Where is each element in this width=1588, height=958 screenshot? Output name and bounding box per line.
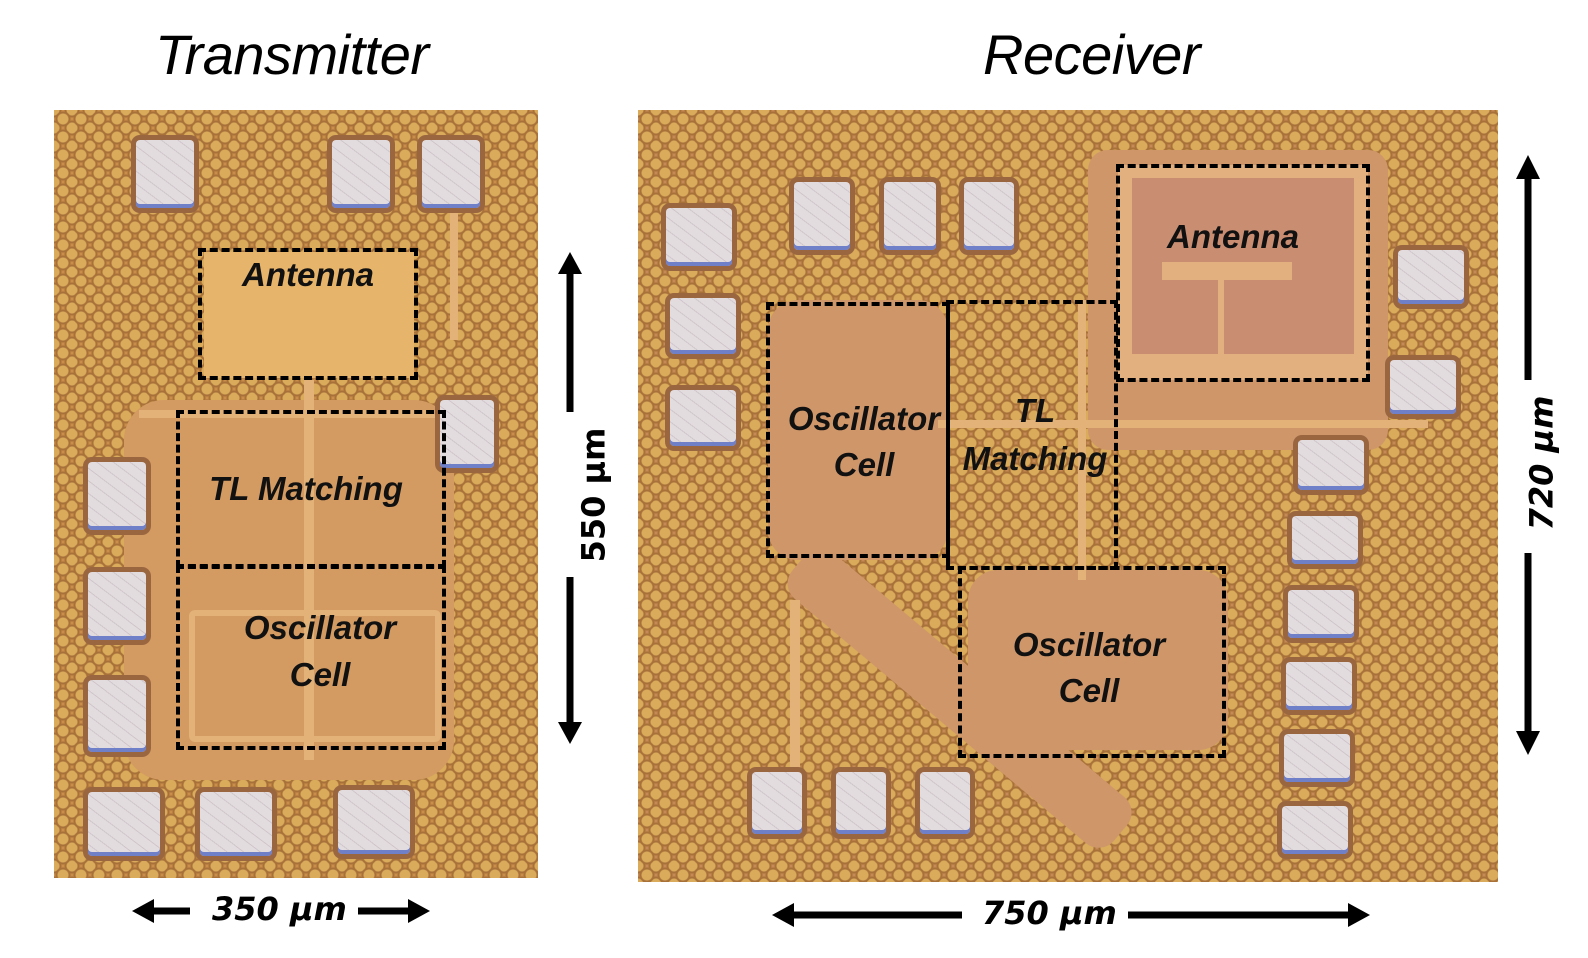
arrow-head-up	[1516, 155, 1540, 179]
rx-oscillator1-label-line2: Cell	[833, 446, 895, 483]
rx-tl-label-line1: TL	[1014, 392, 1056, 429]
rx-tl-label-line2: Matching	[962, 440, 1108, 477]
tx-oscillator-box	[176, 565, 446, 750]
tx-oscillator-label-line1: Oscillator	[243, 609, 397, 646]
rx-feed-line-h	[938, 420, 1428, 428]
rx-antenna-t-stem	[1218, 270, 1224, 380]
bond-pad	[1298, 440, 1364, 490]
rx-width-label: 750 μm	[982, 894, 1117, 932]
rx-height-label: 720 μm	[1522, 395, 1561, 531]
arrow-head-left	[772, 903, 794, 927]
bond-pad	[1390, 360, 1456, 414]
bond-pad	[88, 680, 146, 752]
transmitter-title: Transmitter	[155, 23, 429, 86]
rx-oscillator2-label-line2: Cell	[1058, 672, 1120, 709]
arrow-head-up	[558, 252, 582, 274]
bond-pad	[964, 182, 1014, 250]
rx-oscillator-box-2	[958, 566, 1226, 758]
bond-pad	[332, 140, 390, 208]
tx-height-arrow	[558, 252, 582, 744]
bond-pad	[88, 572, 146, 640]
tx-oscillator-label-line2: Cell	[289, 656, 351, 693]
rx-tl-matching-box	[946, 300, 1118, 570]
arrow-head-down	[558, 722, 582, 744]
tx-width-label: 350 μm	[212, 890, 347, 928]
bond-pad	[440, 400, 494, 468]
rx-antenna-t-bar	[1162, 262, 1292, 280]
tx-antenna-box	[198, 248, 418, 380]
rx-feed-line-v	[1078, 300, 1086, 580]
bond-pad	[670, 298, 736, 354]
bond-pad	[920, 772, 970, 834]
transmitter-die-micrograph	[54, 110, 538, 878]
bond-pad	[836, 772, 886, 834]
arrow-head-left	[132, 899, 154, 923]
bond-pad	[1292, 516, 1358, 564]
tx-tl-matching-label: TL Matching	[209, 470, 403, 507]
tx-osc-ring	[189, 610, 441, 742]
arrow-head-right	[1348, 903, 1370, 927]
bond-pad	[422, 140, 480, 208]
tx-height-label: 550 μm	[574, 427, 613, 563]
rx-oscillator2-label-line1: Oscillator	[1012, 626, 1166, 663]
rx-core-region-right	[968, 570, 1228, 750]
bond-pad	[136, 140, 194, 208]
bond-pad	[1282, 806, 1348, 854]
bond-pad	[794, 182, 850, 250]
rx-oscillator1-label-line1: Oscillator	[787, 400, 941, 437]
bond-pad	[338, 790, 410, 854]
bond-pad	[670, 390, 736, 446]
tx-width-arrow	[132, 899, 430, 923]
bond-pad	[1398, 250, 1464, 304]
bond-pad	[666, 208, 732, 266]
rx-width-arrow	[772, 903, 1370, 927]
bond-pad	[200, 792, 272, 856]
rx-tl-divider-line	[946, 300, 950, 570]
tx-antenna-label: Antenna	[242, 256, 374, 293]
rx-core-region-left	[768, 300, 948, 560]
bond-pad	[1286, 662, 1352, 710]
rx-antenna-label: Antenna	[1167, 218, 1299, 255]
bond-pad	[88, 792, 160, 856]
tx-antenna-structure	[204, 252, 414, 378]
arrow-head-down	[1516, 731, 1540, 755]
receiver-die-micrograph	[638, 110, 1498, 882]
arrow-head-right	[408, 899, 430, 923]
rx-height-arrow	[1516, 155, 1540, 755]
bond-pad	[1288, 590, 1354, 638]
bond-pad	[1284, 734, 1350, 782]
bond-pad	[88, 462, 146, 530]
tx-feed-line	[304, 380, 314, 760]
receiver-title: Receiver	[983, 23, 1200, 86]
tx-bias-line	[450, 210, 458, 340]
rx-antenna-box	[1116, 164, 1370, 382]
bond-pad	[752, 772, 802, 834]
tx-cross-line	[139, 410, 439, 418]
rx-bias-line	[790, 600, 800, 770]
bond-pad	[884, 182, 936, 250]
